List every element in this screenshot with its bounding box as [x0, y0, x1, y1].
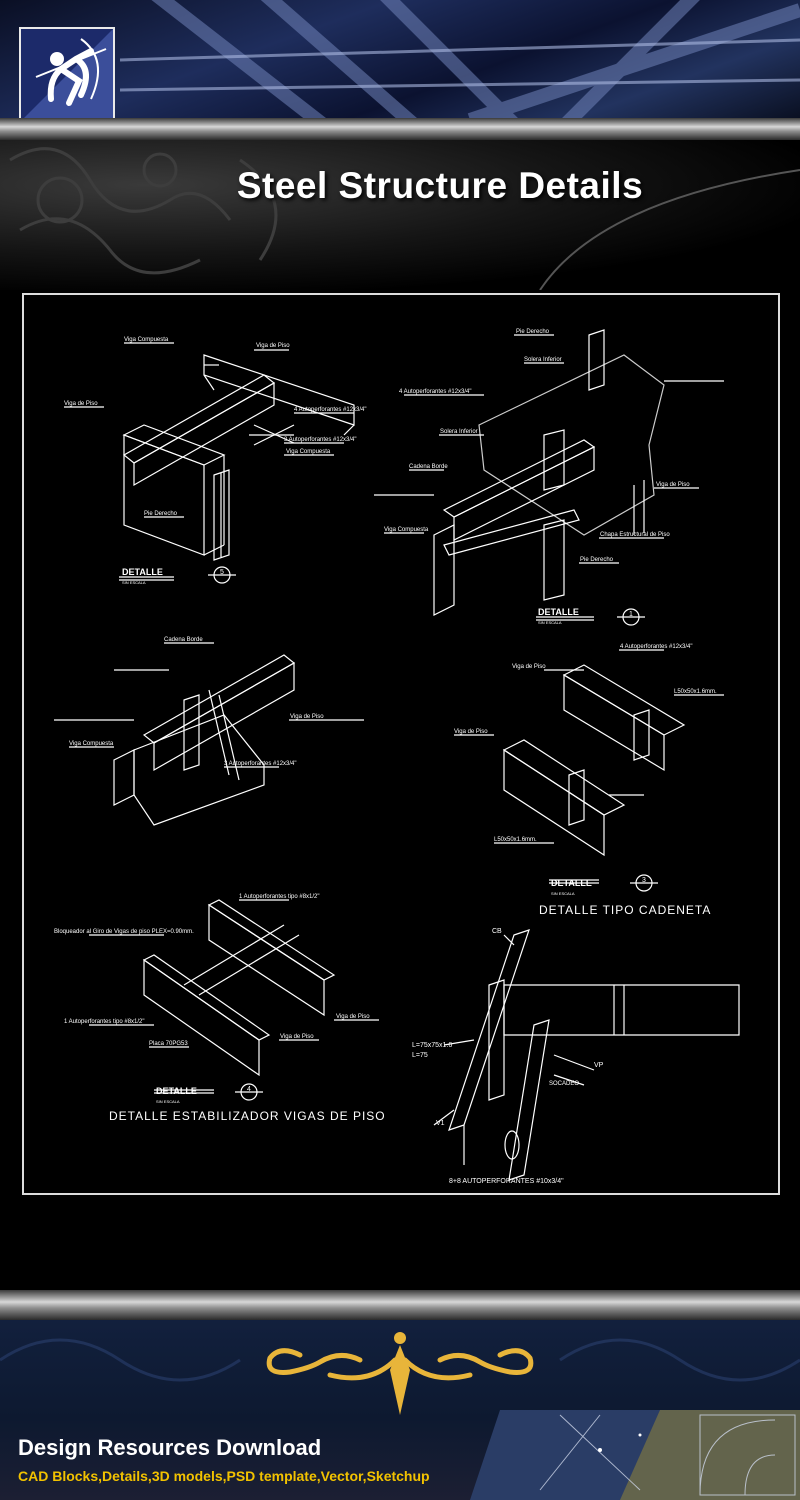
footer-title: Design Resources Download — [18, 1435, 322, 1460]
label-viga-compuesta-r: Viga Compuesta — [384, 527, 429, 533]
label-autoperforantes-2: 3 Autoperforantes #12x3/4" — [224, 761, 297, 767]
label-autoperforantes-3: 3 Autoperforantes #12x3/4" — [284, 437, 357, 443]
label-viga-de-piso-3: Viga de Piso — [512, 664, 546, 670]
title-background — [0, 140, 800, 291]
detail-4-drawing — [89, 899, 379, 1101]
detail-3-scale: SIN ESCALA — [551, 891, 575, 896]
detail-3-title: DETALLE — [551, 878, 592, 888]
detail-3-drawing — [454, 649, 724, 892]
label-angle-small-2: L50x50x1.6mm. — [494, 837, 537, 843]
steel-roof-photo — [119, 0, 800, 118]
label-cadena-borde: Cadena Borde — [409, 464, 448, 470]
detail-1-drawing — [374, 329, 724, 626]
cad-drawing-frame: Viga Compuesta Viga de Piso Viga de Piso… — [22, 293, 780, 1195]
label-viga-de-piso-2: Viga de Piso — [290, 714, 324, 720]
label-solera-inferior: Solera Inferior — [524, 357, 562, 363]
label-autoperforantes-4: 4 Autoperforantes #12x3/4" — [620, 644, 693, 650]
detail-5-drawing — [64, 342, 355, 584]
gold-ornament — [266, 1348, 534, 1381]
detail-1-number: 1 — [629, 611, 633, 618]
detail-cadeneta-drawing — [433, 929, 740, 1181]
label-vp: VP — [594, 1062, 604, 1069]
label-autoperforantes-6: 1 Autoperforantes tipo #8x1/2" — [64, 1019, 145, 1025]
label-pie-derecho: Pie Derecho — [144, 511, 178, 517]
label-viga-de-piso-left: Viga de Piso — [64, 401, 98, 407]
label-viga-compuesta-2: Viga Compuesta — [286, 449, 331, 455]
label-autoperforantes: 4 Autoperforantes #12x3/4" — [294, 407, 367, 413]
label-viga-de-piso: Viga de Piso — [256, 343, 290, 349]
label-angle-length: L=75 — [412, 1052, 428, 1059]
metal-divider-bottom — [0, 1290, 800, 1320]
label-placa: Placa 70PG53 — [149, 1041, 188, 1047]
label-cb: CB — [492, 928, 502, 935]
label-viga-compuesta-3: Viga Compuesta — [69, 741, 114, 747]
label-viga-compuesta: Viga Compuesta — [124, 337, 169, 343]
label-pie-derecho-r: Pie Derecho — [516, 329, 550, 335]
label-cadena-borde-2: Cadena Borde — [164, 637, 203, 643]
detail-1-scale: SIN ESCALA — [538, 620, 562, 625]
footer-decoration — [0, 1332, 800, 1500]
detail-5-title: DETALLE — [122, 567, 163, 577]
label-bottom-note: 8+8 AUTOPERFORANTES #10x3/4" — [449, 1178, 564, 1185]
footer-subtitle: CAD Blocks,Details,3D models,PSD templat… — [18, 1468, 430, 1484]
label-pie-derecho-r2: Pie Derecho — [580, 557, 614, 563]
detail-3-number: 3 — [642, 877, 646, 884]
label-autoperforantes-r: 4 Autoperforantes #12x3/4" — [399, 389, 472, 395]
detail-estabilizador-title: DETALLE ESTABILIZADOR VIGAS DE PISO — [109, 1109, 386, 1123]
detail-4-title: DETALLE — [156, 1086, 197, 1096]
label-angle-small: L50x50x1.6mm. — [674, 689, 717, 695]
label-viga-de-piso-6: Viga de Piso — [280, 1034, 314, 1040]
galaxy-graphic — [470, 1410, 800, 1500]
detail-4-scale: SIN ESCALA — [156, 1099, 180, 1104]
top-banner — [0, 0, 800, 118]
label-autoperforantes-5: 1 Autoperforantes tipo #8x1/2" — [239, 894, 320, 900]
archer-logo — [19, 27, 115, 118]
label-v1: V1 — [436, 1120, 445, 1127]
label-viga-de-piso-5: Viga de Piso — [336, 1014, 370, 1020]
label-solera-inferior-2: Solera Inferior — [440, 429, 478, 435]
damask-ornament — [9, 147, 800, 291]
detail-4-number: 4 — [247, 1086, 251, 1093]
footer-banner — [0, 1320, 800, 1500]
label-angle-spec: L=75x75x1.6 — [412, 1042, 452, 1049]
detail-5-scale: SIN ESCALA — [122, 580, 146, 585]
metal-divider-top — [0, 118, 800, 140]
page-title: Steel Structure Details — [236, 165, 644, 206]
label-chapa: Chapa Estructural de Piso — [600, 532, 670, 538]
label-viga-de-piso-r: Viga de Piso — [656, 482, 690, 488]
detail-2-drawing — [54, 642, 364, 826]
label-viga-de-piso-4: Viga de Piso — [454, 729, 488, 735]
detail-1-title: DETALLE — [538, 607, 579, 617]
detail-5-number: 5 — [220, 569, 224, 576]
label-bloqueador: Bloqueador al Giro de Vigas de piso PLEX… — [54, 929, 194, 935]
cad-drawing-sheet: Viga Compuesta Viga de Piso Viga de Piso… — [54, 329, 740, 1185]
label-socadeo: SOCADEO — [549, 1081, 579, 1087]
detail-cadeneta-title: DETALLE TIPO CADENETA — [539, 903, 711, 917]
